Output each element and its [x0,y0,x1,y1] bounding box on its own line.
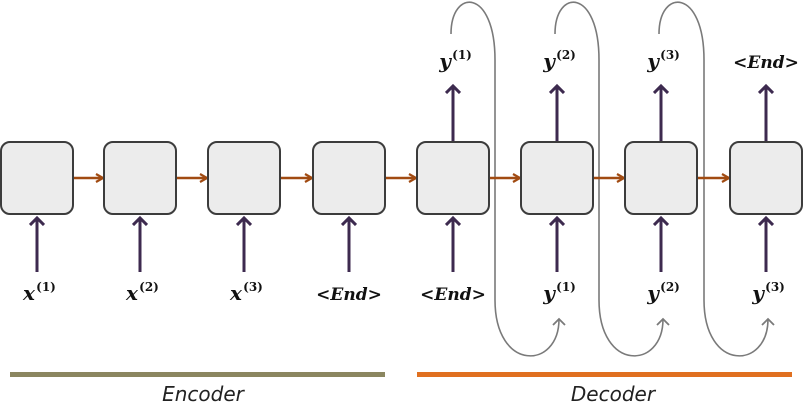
decoder-input-label-4-superscript: (3) [765,280,785,294]
io-arrows [37,86,766,272]
decoder-output-label-2: y [542,49,556,73]
decoder-input-label-2: y [542,281,556,305]
decoder-input-label-4: y [751,281,765,305]
decoder-input-label-3: y [646,281,660,305]
feedback-curves [450,1,775,357]
encoder-input-label-2: x [125,281,139,305]
token-labels: x(1)x(2)x(3)<End><End>y(1)y(2)y(3)y(1)y(… [22,48,799,305]
decoder-output-label-1: y [438,49,452,73]
rnn-cells [0,141,803,215]
decoder-input-label-2-superscript: (1) [556,280,576,294]
decoder-input-label-3-superscript: (2) [660,280,680,294]
decoder-cell-1 [416,141,490,215]
decoder-output-label-2-superscript: (2) [556,48,576,62]
encoder-cell-2 [103,141,177,215]
decoder-output-label-4: <End> [733,53,799,73]
encoder-input-label-1-superscript: (1) [36,280,56,294]
encoder-input-label-3: x [229,281,243,305]
decoder-bar [417,372,792,377]
decoder-cell-4 [729,141,803,215]
decoder-output-label-1-superscript: (1) [452,48,472,62]
encoder-label: Encoder [162,382,246,406]
encoder-input-label-2-superscript: (2) [139,280,159,294]
decoder-cell-2 [520,141,594,215]
decoder-output-label-3: y [646,49,660,73]
decoder-label: Decoder [571,382,657,406]
encoder-cell-3 [207,141,281,215]
encoder-input-label-3-superscript: (3) [243,280,263,294]
encoder-cell-4 [312,141,386,215]
encoder-input-label-1: x [22,281,36,305]
feedback-curve-1 [450,1,566,357]
decoder-output-label-3-superscript: (3) [660,48,680,62]
decoder-cell-3 [624,141,698,215]
encoder-bar [10,372,385,377]
decoder-input-label-1: <End> [420,285,486,305]
feedback-curve-3 [658,1,775,357]
encoder-cell-1 [0,141,74,215]
encoder-input-label-4: <End> [316,285,382,305]
feedback-curve-2 [554,1,670,357]
